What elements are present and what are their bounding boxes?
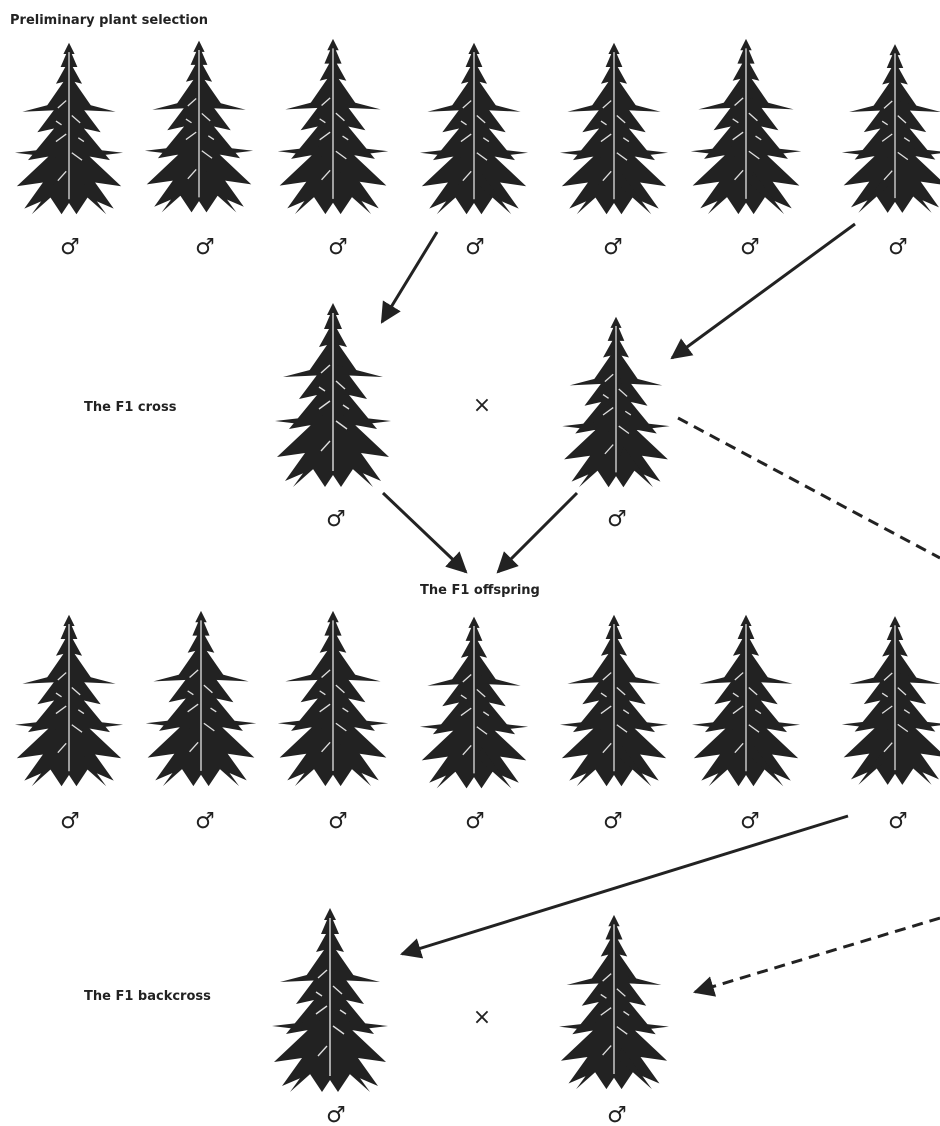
selection-arrow	[382, 232, 437, 322]
plant-icon	[278, 611, 389, 786]
plant-icon	[275, 303, 391, 487]
offspring-arrow	[383, 493, 466, 572]
male-symbol: ♂	[740, 809, 760, 834]
plant-icon	[420, 617, 528, 789]
male-symbol: ♂	[607, 1103, 627, 1126]
plant-icon	[562, 317, 669, 487]
offspring-arrow	[498, 493, 577, 572]
plant-icon	[842, 44, 940, 213]
f1-offspring-label: The F1 offspring	[420, 583, 540, 598]
selection-arrow	[672, 224, 855, 358]
plant-icon	[842, 616, 940, 785]
backcross-arrow	[402, 816, 848, 954]
male-symbol: ♂	[888, 235, 908, 260]
male-symbol: ♂	[603, 235, 623, 260]
plant-icon	[560, 43, 668, 214]
male-symbol: ♂	[465, 809, 485, 834]
plant-icon	[146, 611, 257, 786]
parent-dashed-arrow	[695, 918, 940, 992]
male-symbol: ♂	[328, 235, 348, 260]
male-symbol: ♂	[603, 809, 623, 834]
male-symbol: ♂	[326, 507, 346, 532]
male-symbol: ♂	[607, 507, 627, 532]
plant-icon	[691, 39, 802, 214]
plant-icon	[145, 41, 253, 213]
male-symbol: ♂	[195, 235, 215, 260]
plant-icon	[692, 615, 800, 786]
plant-icon	[560, 615, 668, 786]
cross-symbol: ×	[473, 393, 491, 418]
male-symbol: ♂	[740, 235, 760, 260]
cross-symbol: ×	[473, 1005, 491, 1030]
male-symbol: ♂	[328, 809, 348, 834]
plant-icon	[15, 43, 123, 214]
plant-icon	[278, 39, 389, 214]
plant-icon	[15, 615, 123, 786]
diagram-title: Preliminary plant selection	[10, 13, 208, 28]
male-symbol: ♂	[60, 809, 80, 834]
male-symbol: ♂	[195, 809, 215, 834]
male-symbol: ♂	[60, 235, 80, 260]
male-symbol: ♂	[465, 235, 485, 260]
plant-icon	[420, 43, 528, 214]
parent-dashed-line	[678, 418, 940, 558]
f1-backcross-label: The F1 backcross	[84, 989, 211, 1004]
plant-icon	[559, 915, 669, 1089]
male-symbol: ♂	[888, 809, 908, 834]
plant-icon	[272, 908, 388, 1092]
male-symbol: ♂	[326, 1103, 346, 1126]
f1-cross-label: The F1 cross	[84, 400, 177, 415]
